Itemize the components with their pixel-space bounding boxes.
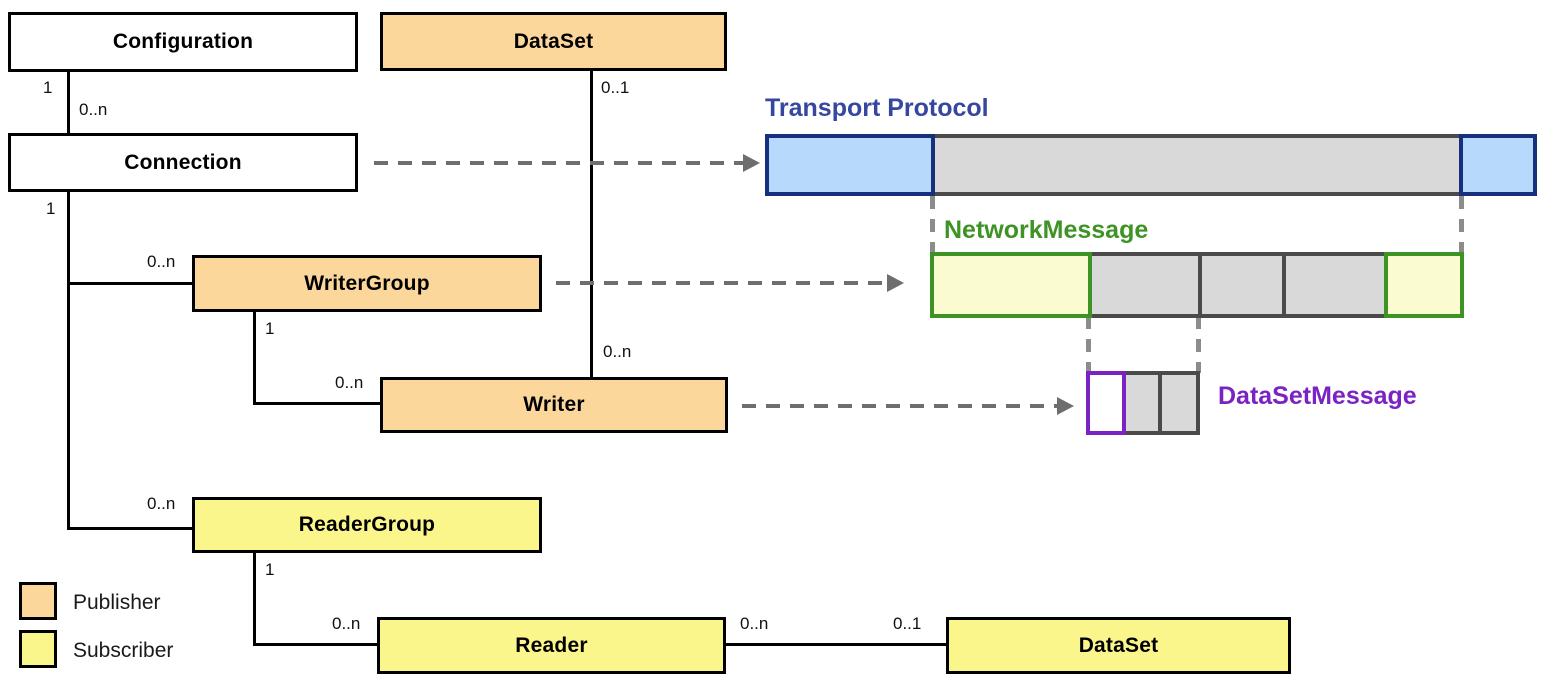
class-label-writer: Writer xyxy=(523,393,585,416)
datasetmessage-header-segment xyxy=(1086,371,1126,435)
multiplicity-writergroup-owner: 1 xyxy=(265,319,275,338)
line-reader-dataset xyxy=(726,643,948,646)
frame-network-message xyxy=(930,252,1464,318)
frame-dataset-message xyxy=(1086,371,1200,435)
class-label-readergroup: ReaderGroup xyxy=(298,513,436,536)
dashed-line xyxy=(742,404,1057,408)
realization-writer-to-datasetmessage xyxy=(742,396,1074,416)
multiplicity-connection-groups: 1 xyxy=(46,199,56,218)
dashed-line xyxy=(374,161,743,165)
class-box-readergroup[interactable]: ReaderGroup xyxy=(192,497,542,553)
multiplicity-writer-end: 0..n xyxy=(335,373,364,392)
line-connection-writergroup xyxy=(67,282,195,285)
class-box-reader[interactable]: Reader xyxy=(377,617,726,674)
network-payload-segment-1 xyxy=(1090,252,1202,318)
transport-trailer-segment xyxy=(1459,134,1537,196)
guide-transport-to-network-left xyxy=(930,196,935,252)
datasetmessage-payload-segment-1 xyxy=(1124,371,1162,435)
multiplicity-readergroup-end: 0..n xyxy=(147,494,176,513)
class-label-writergroup: WriterGroup xyxy=(304,271,430,295)
legend-swatch-subscriber xyxy=(19,630,57,668)
multiplicity-configuration-end: 1 xyxy=(43,78,53,97)
line-connection-spine xyxy=(67,192,70,530)
frame-label-dataset-message: DataSetMessage xyxy=(1218,382,1417,410)
network-header-segment xyxy=(930,252,1092,318)
class-box-writergroup[interactable]: WriterGroup xyxy=(192,255,542,312)
guide-network-to-datasetmsg-right xyxy=(1196,316,1201,373)
arrowhead-icon xyxy=(887,274,904,292)
class-box-dataset-subscriber[interactable]: DataSet xyxy=(946,617,1291,674)
multiplicity-connection-end: 0..n xyxy=(79,100,108,119)
class-label-dataset-publisher: DataSet xyxy=(513,29,594,53)
network-trailer-segment xyxy=(1384,252,1464,318)
dashed-line xyxy=(556,281,887,285)
class-box-dataset-publisher[interactable]: DataSet xyxy=(380,12,727,71)
legend-label-publisher: Publisher xyxy=(73,591,161,614)
line-dataset-writer-vertical xyxy=(590,71,593,382)
frame-label-network-message: NetworkMessage xyxy=(944,216,1149,244)
line-readergroup-reader-horizontal xyxy=(253,643,383,646)
realization-writergroup-to-networkmessage xyxy=(556,273,904,293)
multiplicity-readergroup-owner: 1 xyxy=(265,560,275,579)
transport-payload-segment xyxy=(933,134,1459,196)
datasetmessage-payload-segment-2 xyxy=(1162,371,1200,435)
arrowhead-icon xyxy=(743,154,760,172)
guide-network-to-datasetmsg-left xyxy=(1086,316,1091,373)
class-label-reader: Reader xyxy=(515,633,588,657)
line-readergroup-reader-vertical xyxy=(253,553,256,645)
frame-transport-protocol xyxy=(765,134,1537,196)
line-writergroup-writer-vertical xyxy=(253,312,256,404)
multiplicity-writer-dataset-end: 0..n xyxy=(603,342,632,361)
network-payload-segment-2 xyxy=(1202,252,1286,318)
legend-label-subscriber: Subscriber xyxy=(73,639,174,662)
multiplicity-reader-dataset-end: 0..n xyxy=(740,614,769,633)
class-box-writer[interactable]: Writer xyxy=(380,377,728,433)
line-writergroup-writer-horizontal xyxy=(253,402,383,405)
multiplicity-reader-end: 0..n xyxy=(332,614,361,633)
line-connection-readergroup xyxy=(67,527,195,530)
line-configuration-connection xyxy=(67,72,70,133)
multiplicity-dataset-bottom-end: 0..1 xyxy=(893,614,922,633)
transport-header-segment xyxy=(765,134,935,196)
multiplicity-dataset-top-end: 0..1 xyxy=(601,78,630,97)
network-payload-segment-3 xyxy=(1286,252,1386,318)
arrowhead-icon xyxy=(1057,397,1074,415)
legend-swatch-publisher xyxy=(19,582,57,620)
guide-transport-to-network-right xyxy=(1459,196,1464,252)
class-box-configuration[interactable]: Configuration xyxy=(8,12,358,72)
class-label-configuration: Configuration xyxy=(112,30,254,53)
frame-label-transport-protocol: Transport Protocol xyxy=(765,94,989,122)
class-label-dataset-subscriber: DataSet xyxy=(1078,633,1159,657)
class-label-connection: Connection xyxy=(124,150,242,174)
multiplicity-writergroup-end: 0..n xyxy=(147,252,176,271)
realization-connection-to-transport xyxy=(374,153,760,173)
class-box-connection[interactable]: Connection xyxy=(8,133,358,192)
